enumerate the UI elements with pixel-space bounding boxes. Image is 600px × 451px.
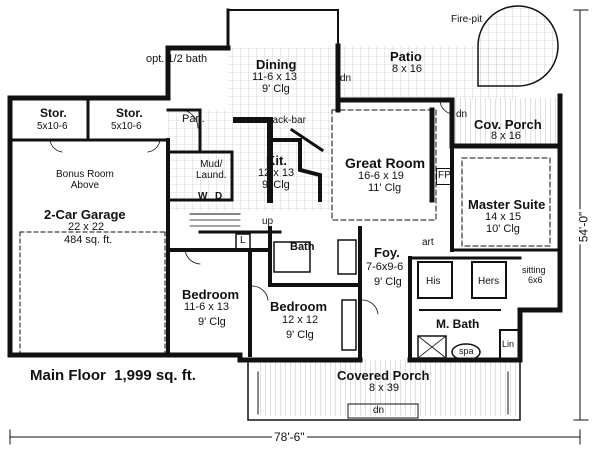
great-room-size: 16-6 x 19 xyxy=(358,170,404,182)
dn-front-label: dn xyxy=(373,405,385,416)
great-room-clg: 11' Clg xyxy=(368,182,402,194)
depth-dimension: 54'-0" xyxy=(576,209,591,245)
bonus-room-label: Bonus Room Above xyxy=(56,169,114,191)
linen-closet-label: Lin xyxy=(502,339,515,349)
master-suite-size: 14 x 15 xyxy=(485,211,522,223)
bedroom1-label: Bedroom xyxy=(182,287,240,302)
dn-porch-label: dn xyxy=(456,109,468,120)
great-room-label: Great Room xyxy=(345,155,426,171)
dining-floor xyxy=(228,48,338,110)
patio-size: 8 x 16 xyxy=(392,63,422,75)
sitting-size: 6x6 xyxy=(528,275,543,285)
width-dimension: 78'-6" xyxy=(272,430,307,444)
patio-label: Patio xyxy=(390,49,422,64)
kitchen-size: 12 x 13 xyxy=(258,167,295,179)
his-closet-label: His xyxy=(426,276,441,287)
fire-pit-shape xyxy=(477,5,559,87)
covered-porch-floor xyxy=(258,360,516,416)
kitchen-floor xyxy=(168,110,332,210)
covered-porch-size: 8 x 39 xyxy=(369,382,399,394)
bedroom2-label: Bedroom xyxy=(270,299,328,314)
dn-patio-label: dn xyxy=(340,73,352,84)
dining-label: Dining xyxy=(256,57,297,72)
covered-porch-label: Covered Porch xyxy=(337,368,430,383)
bedroom1-size: 11-6 x 13 xyxy=(184,301,230,313)
fire-pit-label: Fire-pit xyxy=(451,14,483,25)
master-suite-clg: 10' Clg xyxy=(486,223,520,235)
hers-closet-label: Hers xyxy=(478,276,500,287)
bedroom2-clg: 9' Clg xyxy=(286,329,314,341)
stairs-up-label: up xyxy=(262,216,274,227)
snack-bar-label: snack-bar xyxy=(262,115,306,126)
kitchen-label: Kit. xyxy=(266,153,287,168)
stor2-label: Stor. xyxy=(116,106,143,120)
garage-size: 22 x 22 xyxy=(68,221,105,233)
sitting-label: sitting xyxy=(522,265,546,275)
linen-l-label: L xyxy=(240,235,246,246)
mud-laundry-label: Mud/ Laund. xyxy=(196,159,227,181)
foyer-clg: 9' Clg xyxy=(374,276,402,288)
garage-label: 2-Car Garage xyxy=(44,207,126,222)
fireplace-label: FP xyxy=(436,168,453,185)
cov-porch-size: 8 x 16 xyxy=(491,130,521,142)
garage-sqft: 484 sq. ft. xyxy=(64,234,113,246)
art-label: art xyxy=(422,237,434,248)
foyer-label: Foy. xyxy=(374,245,400,260)
main-floor-area: Main Floor 1,999 sq. ft. xyxy=(30,367,196,384)
dining-size: 11-6 x 13 xyxy=(252,71,298,83)
foyer-size: 7-6x9-6 xyxy=(366,261,404,273)
stor1-size: 5x10-6 xyxy=(37,121,68,132)
pantry-label: Pan. xyxy=(182,113,205,125)
dryer-label: D xyxy=(215,191,223,202)
cov-porch-label: Cov. Porch xyxy=(474,117,542,132)
washer-label: W xyxy=(198,191,208,202)
spa-label: spa xyxy=(459,346,474,356)
master-suite-label: Master Suite xyxy=(468,197,546,212)
stor2-size: 5x10-6 xyxy=(111,121,142,132)
kitchen-clg: 9' Clg xyxy=(262,179,290,191)
bedroom1-clg: 9' Clg xyxy=(198,316,226,328)
master-bath-label: M. Bath xyxy=(436,317,480,331)
cov-porch-floor xyxy=(452,98,557,146)
half-bath-label: opt. 1/2 bath xyxy=(146,53,208,65)
dining-clg: 9' Clg xyxy=(262,83,290,95)
bath-label: Bath xyxy=(290,241,315,253)
stor1-label: Stor. xyxy=(40,106,67,120)
bedroom2-size: 12 x 12 xyxy=(282,314,319,326)
